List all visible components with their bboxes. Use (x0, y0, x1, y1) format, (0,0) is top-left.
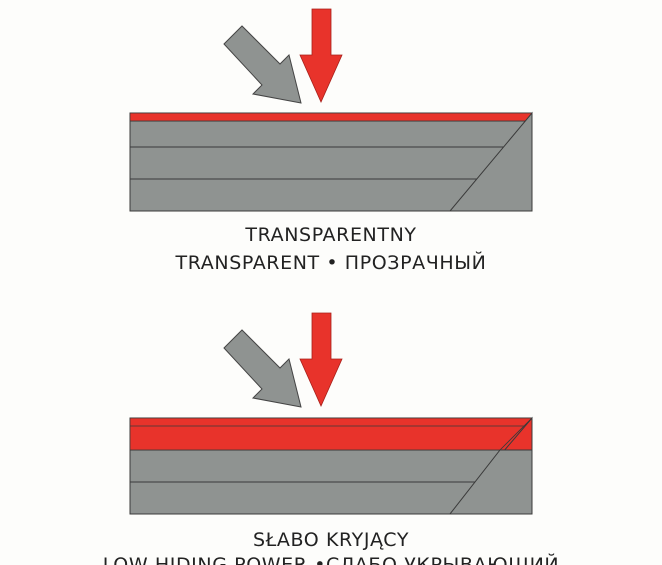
reflected-light-arrow (299, 312, 343, 407)
thick-red-coating (129, 417, 533, 451)
transparent-caption-title: TRANSPARENTNY (245, 224, 417, 246)
low-hiding-caption-title: SŁABO KRYJĄCY (252, 529, 410, 551)
low-hiding-diagram (129, 312, 533, 515)
incident-light-arrow (223, 329, 302, 408)
cutaway-edge (448, 111, 533, 212)
thin-red-coating (129, 112, 533, 122)
transparent-diagram (129, 8, 533, 212)
incident-light-arrow (223, 25, 302, 104)
cutaway-edge-fill (448, 449, 533, 515)
low-hiding-caption-subtitle: LOW HIDING POWER •СЛАБО УКРЫВАЮЩИЙ (102, 554, 560, 565)
transparent-caption-subtitle: TRANSPARENT • ПРОЗРАЧНЫЙ (175, 252, 487, 274)
reflected-light-arrow (299, 8, 343, 103)
